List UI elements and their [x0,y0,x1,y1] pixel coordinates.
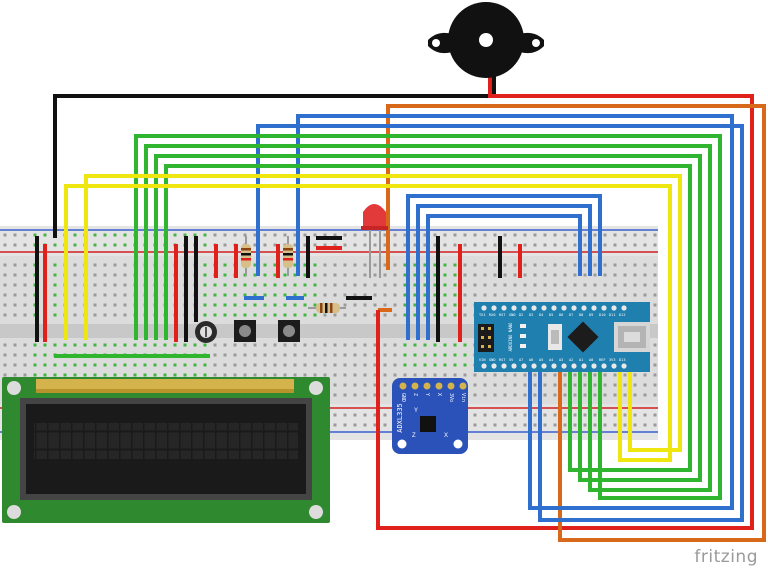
accel-pin-x: X [436,393,442,396]
nano-title: ARDUINO NANO [508,322,513,351]
piezo-buzzer [428,2,544,78]
arduino-nano: TX1 RX0 RST GND D2 D3 D4 D5 D6 D7 D8 D9 … [474,302,650,372]
accel-pin-gnd: GND [400,393,406,402]
accel-axis-x: X [444,433,448,439]
accel-pin-3vo: 3Vo [448,393,454,402]
wires [53,74,766,542]
accel-axis-y: Y [414,408,418,414]
nano-bottom-pin-labels: VIN GND RST 5V A7 A6 A5 A4 A3 A2 A1 A0 R… [479,358,626,362]
icsp-header [478,324,494,352]
resistors [241,236,346,313]
push-button-2[interactable] [278,320,300,342]
accelerometer-adxl335: GND Z Y X 3Vo Vin ADXL335 X Y Z [392,378,468,454]
breadboard-jumpers [35,236,522,358]
lcd-16x2 [2,377,330,523]
red-led [361,204,388,278]
fritzing-watermark: fritzing [694,547,758,567]
lcd-header-pins [36,379,294,393]
nano-top-pin-labels: TX1 RX0 RST GND D2 D3 D4 D5 D6 D7 D8 D9 … [479,313,626,317]
potentiometer [195,321,217,343]
atmega-chip [567,321,599,353]
accel-pin-y: Y [424,393,430,396]
accel-pin-z: Z [412,393,418,396]
accel-chip-label: ADXL335 [396,403,404,433]
push-button-1[interactable] [234,320,256,342]
accel-pin-vin: Vin [460,393,466,402]
accel-axis-z: Z [412,433,416,439]
